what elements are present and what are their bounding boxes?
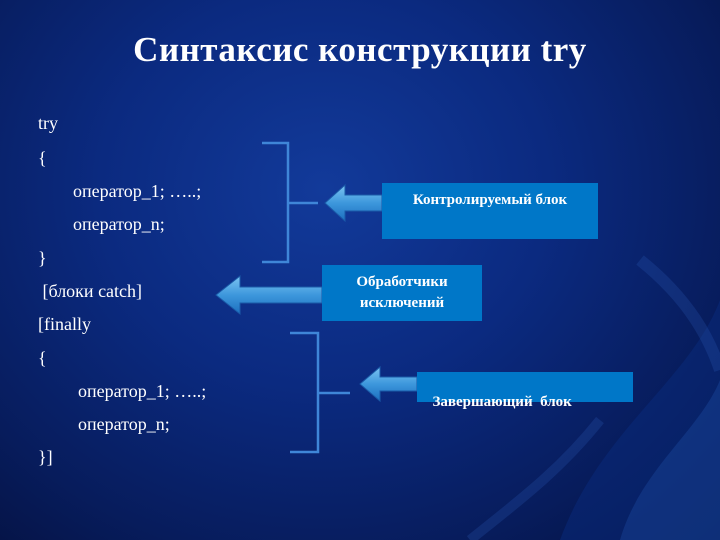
left-arrow-icon xyxy=(359,365,418,403)
try-block-bracket xyxy=(262,141,318,264)
left-arrow-icon xyxy=(324,183,383,223)
exception-handlers-label-line2: исключений xyxy=(359,295,445,311)
code-line-try: try xyxy=(38,113,58,133)
code-line-finally-operator-1: оператор_1; …..; xyxy=(78,381,207,401)
code-line-finally-open-brace: { xyxy=(38,348,47,368)
code-line-operator-n: оператор_n; xyxy=(73,214,165,234)
code-line-finally-close-brace: }] xyxy=(38,447,53,467)
slide-title: Синтаксис конструкции try xyxy=(133,30,587,69)
code-line-catch-blocks: [блоки catch] xyxy=(38,281,143,301)
controlled-block-callout: Контролируемый блок xyxy=(382,183,598,239)
controlled-block-label: Контролируемый блок xyxy=(412,192,568,208)
exception-handlers-label-line1: Обработчики xyxy=(356,274,448,290)
code-line-finally: [finally xyxy=(38,314,91,334)
left-arrow-icon xyxy=(215,274,323,316)
finally-block-bracket xyxy=(290,331,350,454)
code-line-finally-operator-n: оператор_n; xyxy=(78,414,170,434)
code-line-operator-1: оператор_1; …..; xyxy=(73,181,202,201)
final-block-label: Завершающий блок xyxy=(432,394,572,410)
code-line-close-brace: } xyxy=(38,248,47,268)
code-line-open-brace: { xyxy=(38,148,47,168)
final-block-callout: Завершающий блок xyxy=(417,372,633,410)
exception-handlers-callout: Обработчики исключений xyxy=(322,265,482,321)
